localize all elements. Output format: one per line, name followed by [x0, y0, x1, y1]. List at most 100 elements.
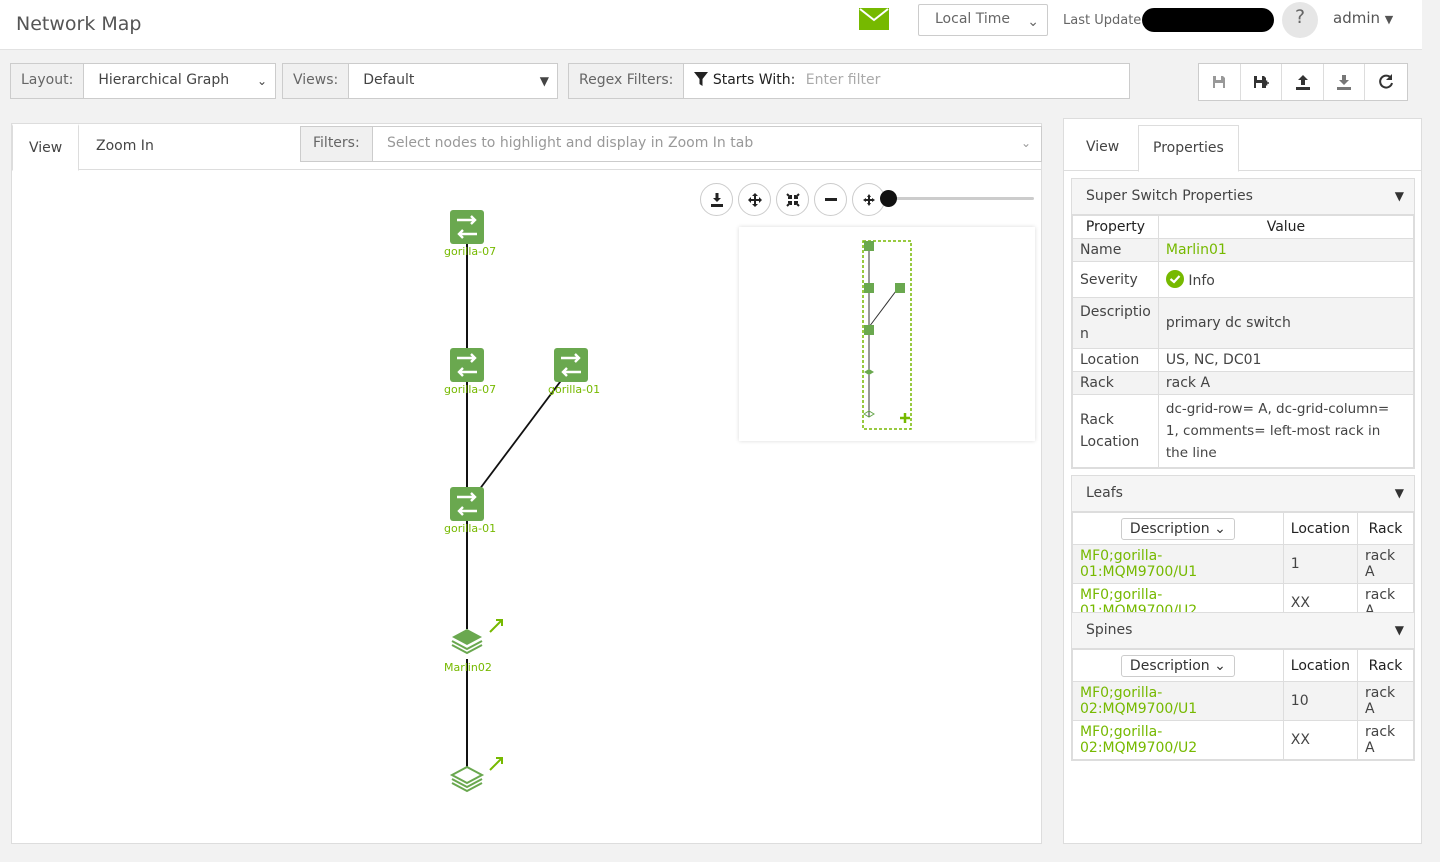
chevron-down-icon: ▼: [1394, 189, 1404, 203]
page-title: Network Map: [16, 13, 142, 35]
spine-rack: rack A: [1357, 720, 1414, 760]
table-row: Descriptio n primary dc switch: [1072, 297, 1415, 349]
filters-label: Filters:: [301, 127, 373, 161]
super-switch-icon[interactable]: [450, 629, 484, 659]
property-name: Name: [1072, 238, 1159, 262]
property-value: US, NC, DC01: [1157, 348, 1415, 372]
pan-button[interactable]: [738, 183, 771, 216]
graph-canvas: [449, 210, 588, 797]
section-title: Super Switch Properties: [1086, 188, 1253, 204]
description-sort-button[interactable]: Description ⌄: [1120, 654, 1235, 677]
minimap-canvas: [862, 240, 912, 430]
column-header: Location: [1282, 649, 1359, 682]
chevron-down-icon: ▼: [1384, 13, 1394, 26]
zoom-in-button[interactable]: [852, 183, 885, 216]
node-label: gorilla-07: [444, 245, 497, 258]
spine-location: 10: [1282, 681, 1359, 721]
zoom-out-button[interactable]: [814, 183, 847, 216]
tab-view[interactable]: View: [12, 124, 80, 171]
starts-with-label: Starts With:: [712, 72, 796, 88]
upload-button[interactable]: [1282, 64, 1324, 100]
super-switch-icon[interactable]: [449, 765, 485, 797]
property-value: rack A: [1157, 371, 1415, 395]
switch-node-icon[interactable]: [450, 487, 484, 521]
severity-value: Info: [1188, 273, 1215, 289]
compress-icon: [785, 192, 800, 207]
regex-input[interactable]: Starts With: Enter filter: [684, 64, 1129, 98]
fit-button[interactable]: [776, 183, 809, 216]
switch-node-icon[interactable]: [450, 348, 484, 382]
plus-move-icon: [862, 193, 875, 206]
export-button[interactable]: [700, 183, 733, 216]
description-sort-button[interactable]: Description ⌄: [1120, 517, 1235, 540]
help-button[interactable]: ?: [1282, 2, 1318, 38]
refresh-icon: [1379, 74, 1394, 89]
section-title: Spines: [1086, 622, 1133, 638]
column-header: Description: [1129, 657, 1210, 674]
table-row: Rack rack A: [1072, 371, 1415, 395]
views-value: Default: [363, 72, 415, 88]
table-row: Name Marlin01: [1072, 238, 1415, 262]
save-icon: [1213, 76, 1226, 88]
mail-icon[interactable]: [859, 8, 889, 30]
section-title: Leafs: [1086, 485, 1123, 501]
tab-zoom-in[interactable]: Zoom In: [96, 138, 154, 154]
column-header: Property: [1072, 215, 1159, 239]
regex-label: Regex Filters:: [569, 64, 685, 98]
spine-description-link[interactable]: MF0;gorilla-02:MQM9700/U1: [1072, 681, 1284, 721]
property-name: Descriptio n: [1072, 297, 1159, 349]
graph-edge: [466, 365, 573, 507]
table-row: MF0;gorilla-02:MQM9700/U1 10 rack A: [1072, 681, 1414, 721]
user-menu[interactable]: admin ▼: [1333, 9, 1393, 27]
graph-tabs: View Zoom In Filters: Select nodes to hi…: [12, 124, 1042, 171]
refresh-button[interactable]: [1365, 64, 1407, 100]
property-name: Rack Location: [1072, 394, 1159, 468]
section-header[interactable]: Leafs ▼: [1072, 476, 1414, 512]
table-row: Location US, NC, DC01: [1072, 348, 1415, 372]
zoom-slider[interactable]: [880, 190, 1034, 207]
spine-rack: rack A: [1357, 681, 1414, 721]
column-header: Rack: [1357, 649, 1414, 682]
properties-panel: View Properties Super Switch Properties …: [1063, 118, 1422, 844]
save-as-button[interactable]: [1241, 64, 1283, 100]
download-icon: [1337, 74, 1352, 90]
spine-description-link[interactable]: MF0;gorilla-02:MQM9700/U2: [1072, 720, 1284, 760]
chevron-down-icon: ⌄: [1214, 520, 1226, 537]
section-header[interactable]: Spines ▼: [1072, 613, 1414, 649]
node-label: gorilla-01: [548, 383, 601, 396]
chevron-down-icon: ▼: [1394, 486, 1404, 500]
expand-icon[interactable]: [489, 757, 503, 771]
filter-icon: [694, 72, 709, 86]
views-label: Views:: [283, 64, 350, 98]
network-graph[interactable]: gorilla-07 gorilla-07 gorilla-01 gorilla…: [12, 171, 1041, 843]
minimap[interactable]: [739, 227, 1035, 441]
tab-properties[interactable]: Properties: [1138, 125, 1239, 172]
layout-label: Layout:: [11, 64, 85, 98]
column-header: Location: [1282, 512, 1359, 545]
spines-section: Spines ▼ Description ⌄ Location Rack MF0…: [1071, 612, 1415, 761]
download-button[interactable]: [1324, 64, 1366, 100]
node-label: gorilla-01: [444, 522, 497, 535]
description-header[interactable]: Description ⌄: [1072, 649, 1284, 682]
views-select[interactable]: Views: Default ▼: [282, 63, 558, 99]
expand-icon[interactable]: [489, 619, 503, 633]
spine-location: XX: [1282, 720, 1359, 760]
leaf-description-link[interactable]: MF0;gorilla-01:MQM9700/U1: [1072, 544, 1284, 584]
table-row: Rack Location dc-grid-row= A, dc-grid-co…: [1072, 394, 1415, 468]
upload-icon: [1295, 74, 1310, 90]
severity-cell: Info: [1157, 261, 1415, 298]
time-mode-select[interactable]: Local Time ⌄: [918, 4, 1048, 36]
save-button[interactable]: [1199, 64, 1241, 100]
layout-select[interactable]: Layout: Hierarchical Graph ⌄: [10, 63, 276, 99]
tab-view[interactable]: View: [1086, 139, 1120, 155]
zoom-slider-handle[interactable]: [880, 190, 897, 207]
description-header[interactable]: Description ⌄: [1072, 512, 1284, 545]
download-icon: [710, 192, 723, 207]
switch-node-icon[interactable]: [450, 210, 484, 244]
switch-node-icon[interactable]: [554, 348, 588, 382]
column-header: Description: [1129, 520, 1210, 537]
node-filter-select[interactable]: Filters: Select nodes to highlight and d…: [300, 126, 1042, 162]
property-value: Marlin01: [1157, 238, 1415, 262]
section-header[interactable]: Super Switch Properties ▼: [1072, 179, 1414, 215]
column-header: Rack: [1357, 512, 1414, 545]
